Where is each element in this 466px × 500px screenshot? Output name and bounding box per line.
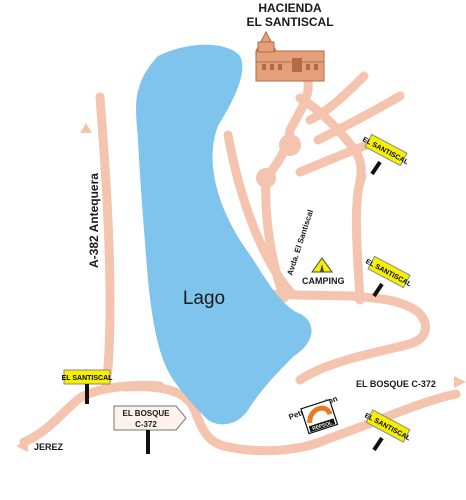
el-bosque-arrow-icon [454, 376, 466, 388]
road-petrol [325, 389, 461, 443]
el-bosque-sign-line1: EL BOSQUE [123, 409, 171, 418]
santiscal-sign-west: EL SANTISCAL [62, 369, 114, 404]
el-bosque-sign: EL BOSQUE C-372 [113, 405, 187, 454]
roundabout-north [279, 134, 301, 156]
road-a382 [95, 92, 115, 390]
road-fork-3 [295, 139, 375, 177]
road-label-avda: Avda. El Santiscal [285, 209, 315, 277]
lake-label: Lago [183, 288, 225, 309]
santiscal-sign-east-pole [372, 436, 384, 452]
jerez-arrow-icon [16, 440, 28, 452]
roads [19, 71, 461, 456]
roundabout-south [256, 168, 276, 188]
road-east [351, 171, 367, 305]
jerez-label: JEREZ [34, 442, 64, 452]
road-label-el-bosque: EL BOSQUE C-372 [356, 379, 436, 389]
a382-arrow-icon [80, 123, 92, 133]
road-inner [261, 173, 289, 303]
title-hacienda: HACIENDA [258, 1, 322, 15]
santiscal-sign-north-pole [370, 160, 382, 176]
santiscal-sign-north: EL SANTISCAL [361, 133, 410, 167]
hacienda-building [255, 30, 325, 82]
santiscal-sign-camping-pole [372, 282, 384, 298]
road-fork-1 [305, 71, 369, 125]
lake [136, 44, 312, 425]
petrol-station-icon: REPSOL [300, 398, 339, 435]
road-loop [295, 93, 366, 185]
road-label-a382: A-382 Antequera [87, 173, 101, 268]
road-main [120, 382, 335, 456]
road-fork-2 [313, 91, 405, 145]
camping-tent-door [320, 264, 324, 272]
title-el-santiscal: EL SANTISCAL [246, 15, 333, 29]
el-bosque-sign-line2: C-372 [135, 420, 157, 429]
camping-label: CAMPING [302, 276, 345, 286]
santiscal-sign-west-text: EL SANTISCAL [62, 375, 114, 382]
road-lakeshore [231, 289, 430, 385]
santiscal-sign-camping: EL SANTISCAL [364, 255, 413, 289]
